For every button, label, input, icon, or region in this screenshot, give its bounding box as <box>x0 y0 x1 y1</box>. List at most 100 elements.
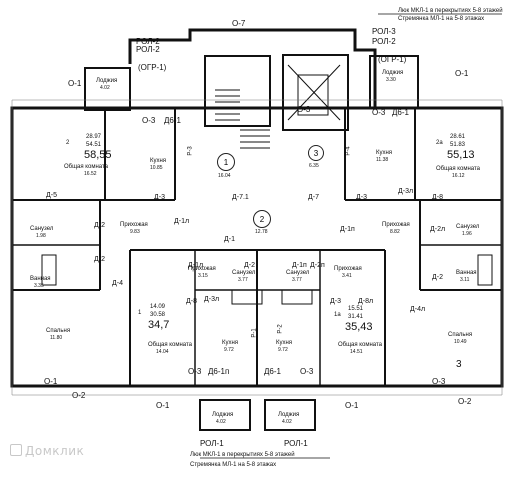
elevator-cross <box>287 64 341 121</box>
top-block-wall <box>128 28 377 108</box>
apt1a-area-mid: 31.41 <box>348 314 364 320</box>
loggia-top-left-wall <box>84 67 131 111</box>
bathtub-right <box>477 254 493 286</box>
room-hall-l: Прихожая <box>120 222 148 228</box>
door-d2p: Д-2п <box>310 262 325 269</box>
riser-r1: Р-1 <box>251 328 258 338</box>
circle-2-area: 12.78 <box>255 229 268 235</box>
mark-rol2-a: РОЛ-2 <box>136 37 160 46</box>
room-living-c2-area: 14.51 <box>350 349 363 355</box>
room-wc-l: Санузел <box>30 226 54 232</box>
apt2-area-mid: 54.51 <box>86 142 102 148</box>
axis-o1-bl: О-1 <box>44 377 58 386</box>
room-wc-c2: Санузел <box>286 270 310 276</box>
room-hall-c2-area: 3.41 <box>342 273 352 279</box>
room-loggia-tr: Лоджия <box>382 70 404 76</box>
room-bath-l-area: 3.35 <box>34 283 44 289</box>
door-d1l: Д-1л <box>174 218 190 225</box>
door-d1n-r: Д-1п <box>292 262 307 269</box>
note-bottom-1: Люк МКЛ-1 в перекрытиях 5-8 этажей <box>190 452 295 458</box>
room-kitchen-c1-area: 9.72 <box>224 347 234 353</box>
room-living-l-area: 16.52 <box>84 171 97 177</box>
axis-o2-bl: О-2 <box>72 391 86 400</box>
room-wc-c1-area: 3.77 <box>238 277 248 283</box>
door-d8-r: Д-8 <box>432 194 443 201</box>
door-d2-r: Д-2 <box>432 274 443 281</box>
room-bath-r-area: 3.11 <box>460 277 470 283</box>
apt2-area-big: 58,55 <box>84 149 112 161</box>
bathtub-c1 <box>231 289 263 305</box>
apt2-num: 2 <box>66 140 70 146</box>
mark-ogr1-l: (ОГР-1) <box>138 63 167 72</box>
door-d3-c: Д-3 <box>330 298 341 305</box>
apt1a-num: 1а <box>334 312 341 318</box>
room-bed-l-area: 11.80 <box>50 335 63 341</box>
apt2a-area-big: 55,13 <box>447 149 475 161</box>
axis-o1-br: О-1 <box>345 401 359 410</box>
riser-r4: Р-4 <box>345 146 352 156</box>
axis-o7: О-7 <box>232 19 246 28</box>
room-kitchen-r-area: 11.38 <box>376 157 389 163</box>
door-d1-c: Д-1 <box>224 236 235 243</box>
room-wc-c2-area: 3.77 <box>292 277 302 283</box>
door-d1n-l: Д-1л <box>188 262 204 269</box>
door-d1p: Д-1п <box>340 226 355 233</box>
room-wc-c1: Санузел <box>232 270 256 276</box>
room-loggia-tl: Лоджия <box>96 78 118 84</box>
mark-rol2-b: РОЛ-2 <box>136 45 160 54</box>
riser-r3: Р-3 <box>187 146 194 156</box>
mark-db1n-b: Д6-1п <box>208 367 230 376</box>
door-d3l-c: Д-3л <box>204 296 220 303</box>
room-living-l: Общая комната <box>64 164 108 170</box>
house-icon <box>10 444 22 456</box>
room-kitchen-c1: Кухня <box>222 340 239 346</box>
door-d5: Д-5 <box>46 192 57 199</box>
loggia-bottom-left-wall <box>199 399 251 431</box>
axis-o1-b: О-1 <box>156 401 170 410</box>
room-bed-l: Спальня <box>46 328 71 334</box>
room-wc-l-area: 1.98 <box>36 233 46 239</box>
room-kitchen-c2: Кухня <box>276 340 293 346</box>
elevator-car <box>297 74 329 116</box>
door-d7: Д-7 <box>308 194 319 201</box>
mark-db1-l: Д6-1 <box>164 116 181 125</box>
circle-3: 3 <box>308 145 324 161</box>
room-bath-l: Ванная <box>30 276 51 282</box>
mark-rol3: РОЛ-3 <box>372 27 396 36</box>
stair-treads <box>215 89 270 149</box>
room-loggia-tr-area: 3.30 <box>386 77 396 83</box>
apt1-num: 1 <box>138 310 142 316</box>
door-d2-l: Д-2 <box>94 222 105 229</box>
apt1-area-top: 14.09 <box>150 304 166 310</box>
room-living-c1-area: 14.04 <box>156 349 169 355</box>
door-d8l: Д-8л <box>358 298 374 305</box>
room-loggia-tl-area: 4.02 <box>100 85 110 91</box>
watermark-text: Домклик <box>25 444 85 458</box>
circle-3-area: 6.35 <box>309 163 319 169</box>
door-d4l: Д-4л <box>410 306 426 313</box>
loggia-bottom-right-wall <box>264 399 316 431</box>
axis-o1-tl: О-1 <box>68 79 82 88</box>
room-kitchen-c2-area: 9.72 <box>278 347 288 353</box>
door-d3-r: Д-3 <box>356 194 367 201</box>
room-living-r-area: 16.12 <box>452 173 465 179</box>
axis-o2-br: О-2 <box>458 397 472 406</box>
door-d2l-r: Д-2л <box>430 226 446 233</box>
room-bed-r-area: 10.49 <box>454 339 467 345</box>
apt2a-area-top: 28.61 <box>450 134 466 140</box>
mark-db1-b: Д6-1 <box>264 367 281 376</box>
room-wc-r: Санузел <box>456 224 480 230</box>
axis-o3-b2: О-3 <box>300 367 314 376</box>
mark-rol1-bl: РОЛ-1 <box>200 439 224 448</box>
room-living-c1: Общая комната <box>148 342 192 348</box>
room-bed-r: Спальня <box>448 332 473 338</box>
stair-box <box>204 55 271 127</box>
door-d2-rr: Д-2 <box>244 262 255 269</box>
apt2a-num: 2а <box>436 140 443 146</box>
figure-number: 3 <box>456 359 462 370</box>
room-hall-c1-area: 3.15 <box>198 273 208 279</box>
room-kitchen-l-area: 10.85 <box>150 165 163 171</box>
axis-o3-br: О-3 <box>432 377 446 386</box>
